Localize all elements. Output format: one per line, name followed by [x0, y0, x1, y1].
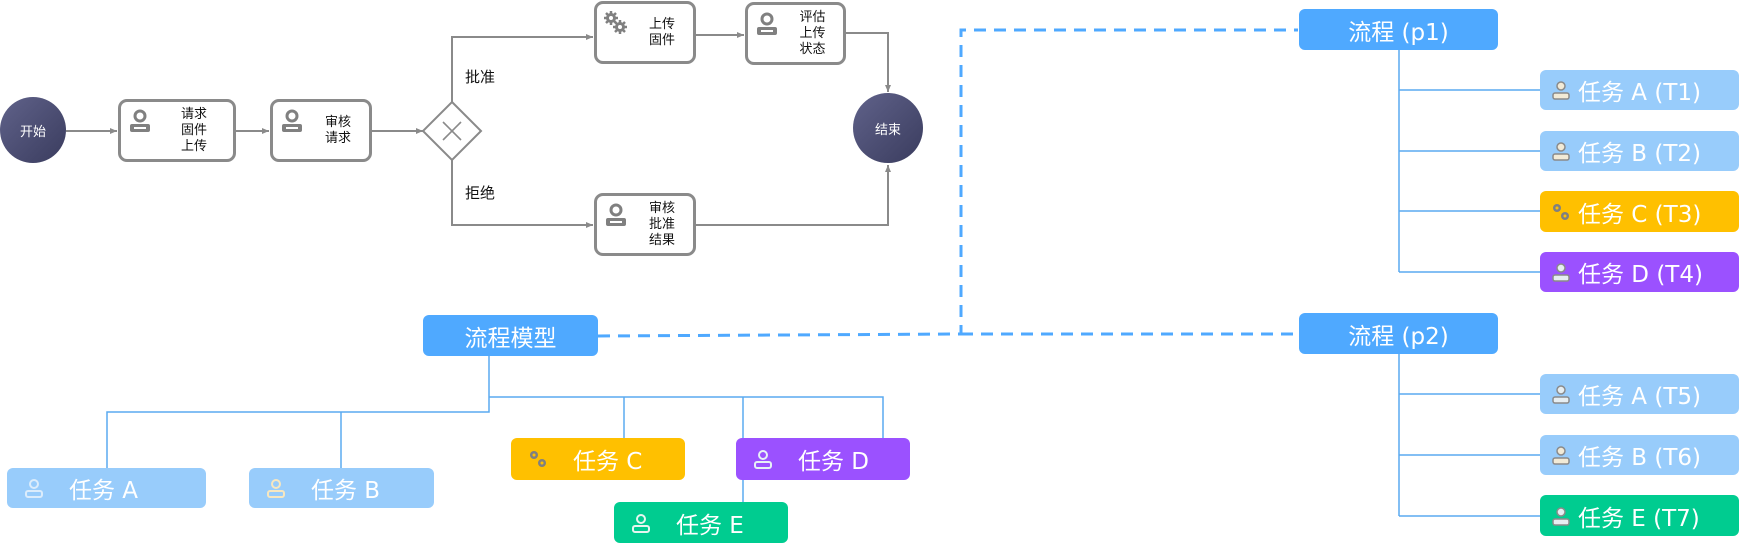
user-icon	[1552, 263, 1570, 282]
p2-task-t7[interactable]: 任务 E (T7)	[1540, 495, 1739, 536]
branch-label-approve: 批准	[465, 68, 496, 86]
p2-task-t5[interactable]: 任务 A (T5)	[1540, 374, 1739, 414]
bpmn-task-evaluate-status[interactable]: 评估 上传 状态	[745, 2, 846, 65]
end-event-label: 结束	[874, 122, 901, 138]
bpmn-task-label: 请求 固件 上传	[180, 106, 207, 154]
user-icon	[1552, 506, 1570, 526]
end-event[interactable]: 结束	[853, 93, 923, 163]
start-event-label: 开始	[19, 124, 46, 140]
branch-label-reject: 拒绝	[465, 184, 496, 202]
process-model-root[interactable]: 流程模型	[423, 315, 598, 356]
user-icon	[1552, 142, 1570, 161]
p2-task-label: 任务 A (T5)	[1578, 384, 1701, 410]
bpmn-task-label: 上传 固件	[648, 16, 675, 48]
p1-task-t4[interactable]: 任务 D (T4)	[1540, 252, 1739, 292]
model-task-label: 任务 B	[311, 478, 381, 504]
model-task-b[interactable]: 任务 B	[249, 468, 434, 508]
gears-icon	[604, 11, 627, 34]
flow-gateway-reject	[451, 159, 593, 228]
user-icon	[1552, 81, 1570, 100]
p2-task-t6[interactable]: 任务 B (T6)	[1540, 435, 1739, 475]
model-task-label: 任务 A	[69, 478, 139, 504]
model-task-c[interactable]: 任务 C	[511, 438, 685, 480]
model-task-label: 任务 C	[573, 449, 643, 475]
p1-task-t1[interactable]: 任务 A (T1)	[1540, 70, 1739, 110]
user-icon	[606, 203, 626, 226]
process-p1[interactable]: 流程 (p1)	[1299, 9, 1498, 50]
tree-line-model-left	[106, 355, 490, 468]
bpmn-task-upload-firmware[interactable]: 上传 固件	[594, 1, 696, 64]
flow-result-to-end	[696, 165, 891, 226]
bpmn-task-review-request[interactable]: 审核 请求	[270, 99, 372, 162]
user-icon	[130, 109, 150, 132]
model-task-d[interactable]: 任务 D	[736, 438, 910, 480]
user-icon	[25, 479, 43, 498]
exclusive-gateway[interactable]	[421, 100, 483, 162]
process-p2-label: 流程 (p2)	[1348, 323, 1449, 350]
model-task-e[interactable]: 任务 E	[614, 502, 788, 543]
x-icon	[442, 121, 462, 141]
process-p2[interactable]: 流程 (p2)	[1299, 313, 1498, 354]
p1-task-t2[interactable]: 任务 B (T2)	[1540, 131, 1739, 171]
bpmn-task-review-result[interactable]: 审核 批准 结果	[594, 193, 696, 256]
flow-evaluate-to-end	[846, 32, 891, 92]
flow-gateway-approve	[451, 34, 593, 102]
bpmn-task-label: 评估 上传 状态	[799, 9, 826, 57]
dashed-link-model-to-p1	[597, 28, 1298, 338]
p1-task-label: 任务 C (T3)	[1578, 201, 1702, 228]
user-icon	[754, 450, 772, 469]
model-task-a[interactable]: 任务 A	[7, 468, 206, 508]
bpmn-task-label: 审核 请求	[324, 114, 351, 146]
bpmn-task-label: 审核 批准 结果	[648, 200, 675, 248]
bpmn-task-request-upload[interactable]: 请求 固件 上传	[118, 99, 236, 162]
gears-icon	[1553, 203, 1569, 220]
start-event[interactable]: 开始	[0, 97, 66, 163]
user-icon	[267, 479, 285, 498]
p1-task-label: 任务 A (T1)	[1578, 80, 1701, 106]
user-icon	[1552, 385, 1570, 404]
user-icon	[757, 12, 777, 35]
model-task-label: 任务 E	[676, 512, 744, 539]
gears-icon	[530, 451, 546, 467]
process-p1-label: 流程 (p1)	[1348, 19, 1449, 46]
model-task-label: 任务 D	[798, 449, 870, 475]
user-icon	[282, 109, 302, 132]
tree-line-model-right	[489, 396, 884, 438]
user-icon	[1552, 446, 1570, 465]
p1-task-t3[interactable]: 任务 C (T3)	[1540, 191, 1739, 232]
p1-task-label: 任务 B (T2)	[1578, 141, 1702, 167]
p2-task-label: 任务 E (T7)	[1578, 505, 1700, 532]
process-model-label: 流程模型	[464, 325, 557, 352]
p2-task-label: 任务 B (T6)	[1578, 445, 1702, 471]
user-icon	[632, 513, 650, 533]
p1-task-label: 任务 D (T4)	[1578, 262, 1703, 288]
